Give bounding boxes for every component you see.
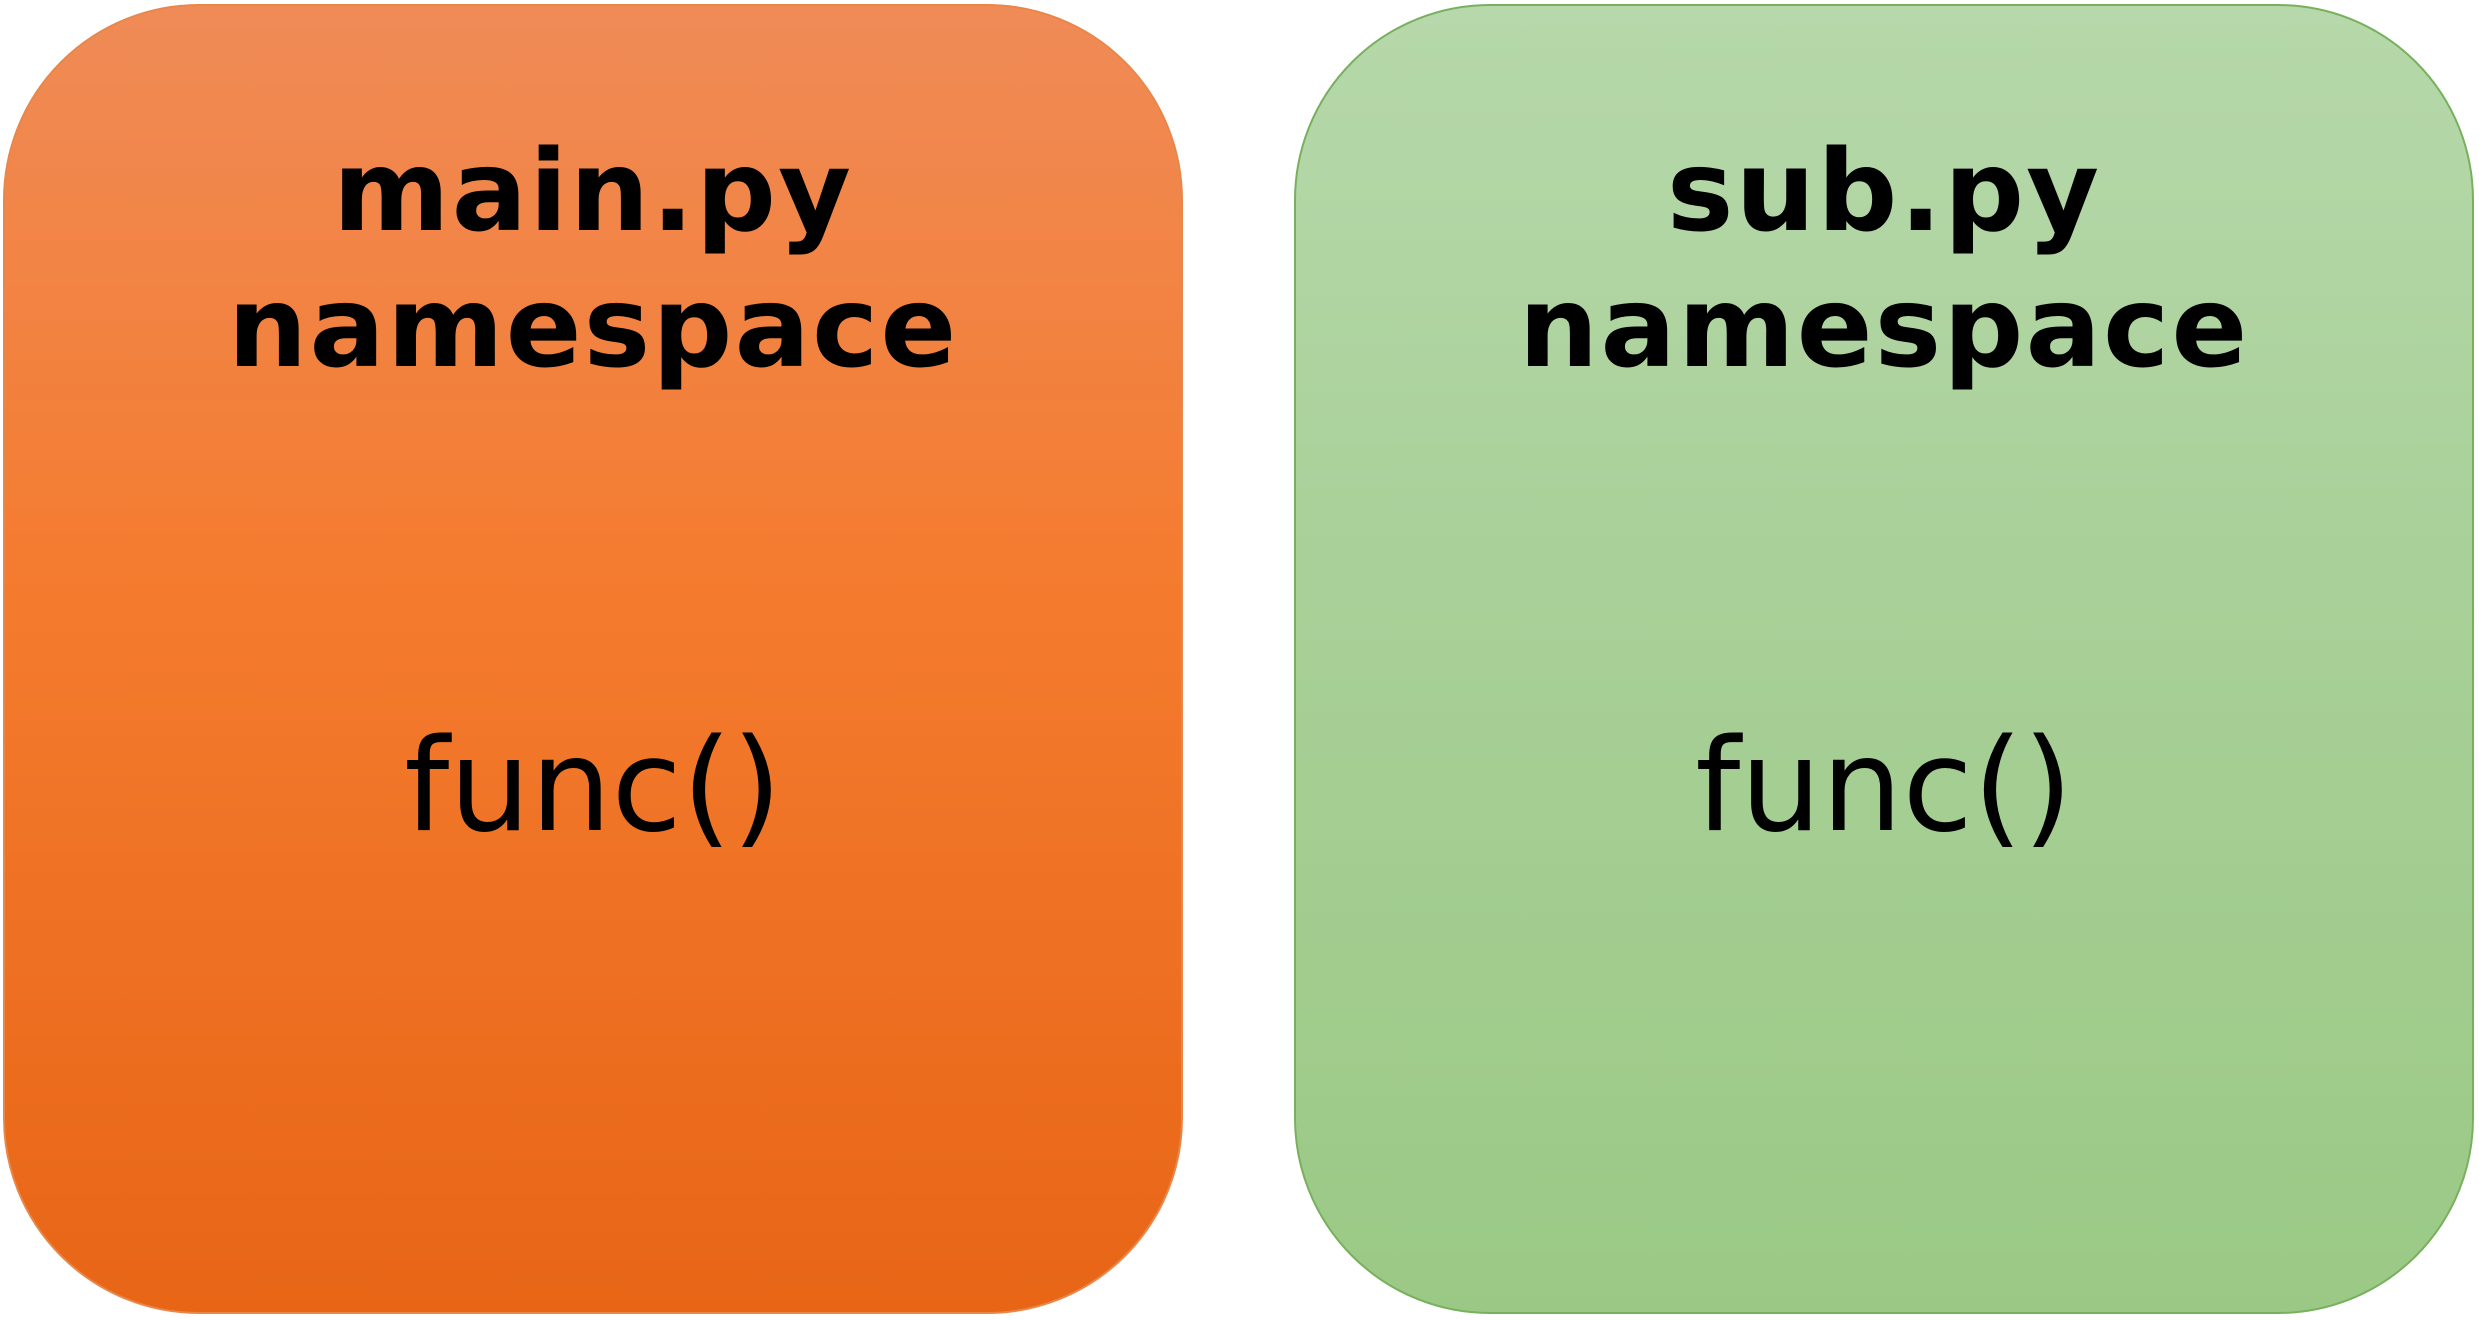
sub-namespace-title: sub.py namespace xyxy=(1296,124,2472,396)
main-func-label: func() xyxy=(404,712,782,861)
sub-filename: sub.py xyxy=(1666,127,2102,257)
sub-namespace-label: namespace xyxy=(1518,263,2250,393)
main-namespace-title: main.py namespace xyxy=(5,124,1181,396)
sub-namespace-box: sub.py namespace func() xyxy=(1294,4,2474,1314)
sub-func-label: func() xyxy=(1695,712,2073,861)
main-filename: main.py xyxy=(332,127,854,257)
main-namespace-label: namespace xyxy=(227,263,959,393)
main-namespace-box: main.py namespace func() xyxy=(3,4,1183,1314)
